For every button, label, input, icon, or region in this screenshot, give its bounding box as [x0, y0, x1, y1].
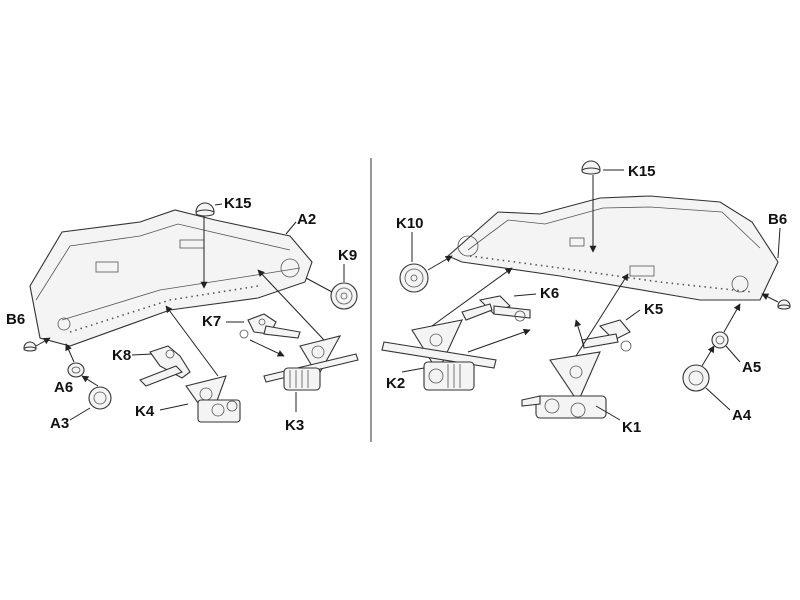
left-part-k9 — [330, 282, 358, 310]
left-label-b6: B6 — [6, 311, 25, 328]
right-part-k15 — [581, 160, 601, 175]
right-label-k10: K10 — [396, 215, 424, 232]
left-label-a3: A3 — [50, 415, 69, 432]
right-part-k2 — [381, 319, 497, 391]
right-label-a5: A5 — [742, 359, 761, 376]
right-part-b6 — [777, 299, 791, 310]
right-label-k6: K6 — [540, 285, 559, 302]
left-part-b6 — [23, 341, 37, 352]
right-part-k6 — [461, 295, 531, 322]
left-part-a3 — [88, 386, 112, 410]
left-panel: K15 A2 K9 B6 A6 — [6, 195, 359, 434]
left-part-k8 — [139, 345, 191, 387]
right-part-a5 — [711, 331, 729, 349]
left-label-k15: K15 — [224, 195, 252, 212]
left-part-k3 — [263, 335, 359, 391]
right-label-k2: K2 — [386, 375, 405, 392]
left-part-k4 — [185, 375, 241, 423]
left-part-k15 — [195, 202, 215, 217]
right-label-k5: K5 — [644, 301, 663, 318]
right-part-a4 — [682, 364, 710, 392]
left-label-a6: A6 — [54, 379, 73, 396]
left-label-k3: K3 — [285, 417, 304, 434]
right-label-k1: K1 — [622, 419, 641, 436]
right-part-k1 — [521, 351, 607, 419]
left-label-a2: A2 — [297, 211, 316, 228]
right-label-a4: A4 — [732, 407, 752, 424]
right-label-b6: B6 — [768, 211, 787, 228]
right-hull-side — [446, 195, 779, 301]
left-label-k9: K9 — [338, 247, 357, 264]
right-label-k15: K15 — [628, 163, 656, 180]
left-part-a6 — [67, 362, 85, 378]
left-part-k7 — [239, 313, 301, 339]
left-label-k7: K7 — [202, 313, 221, 330]
left-label-k8: K8 — [112, 347, 131, 364]
left-label-k4: K4 — [135, 403, 155, 420]
right-part-k10 — [399, 263, 429, 293]
right-panel: K15 K10 B6 K6 — [381, 160, 791, 436]
